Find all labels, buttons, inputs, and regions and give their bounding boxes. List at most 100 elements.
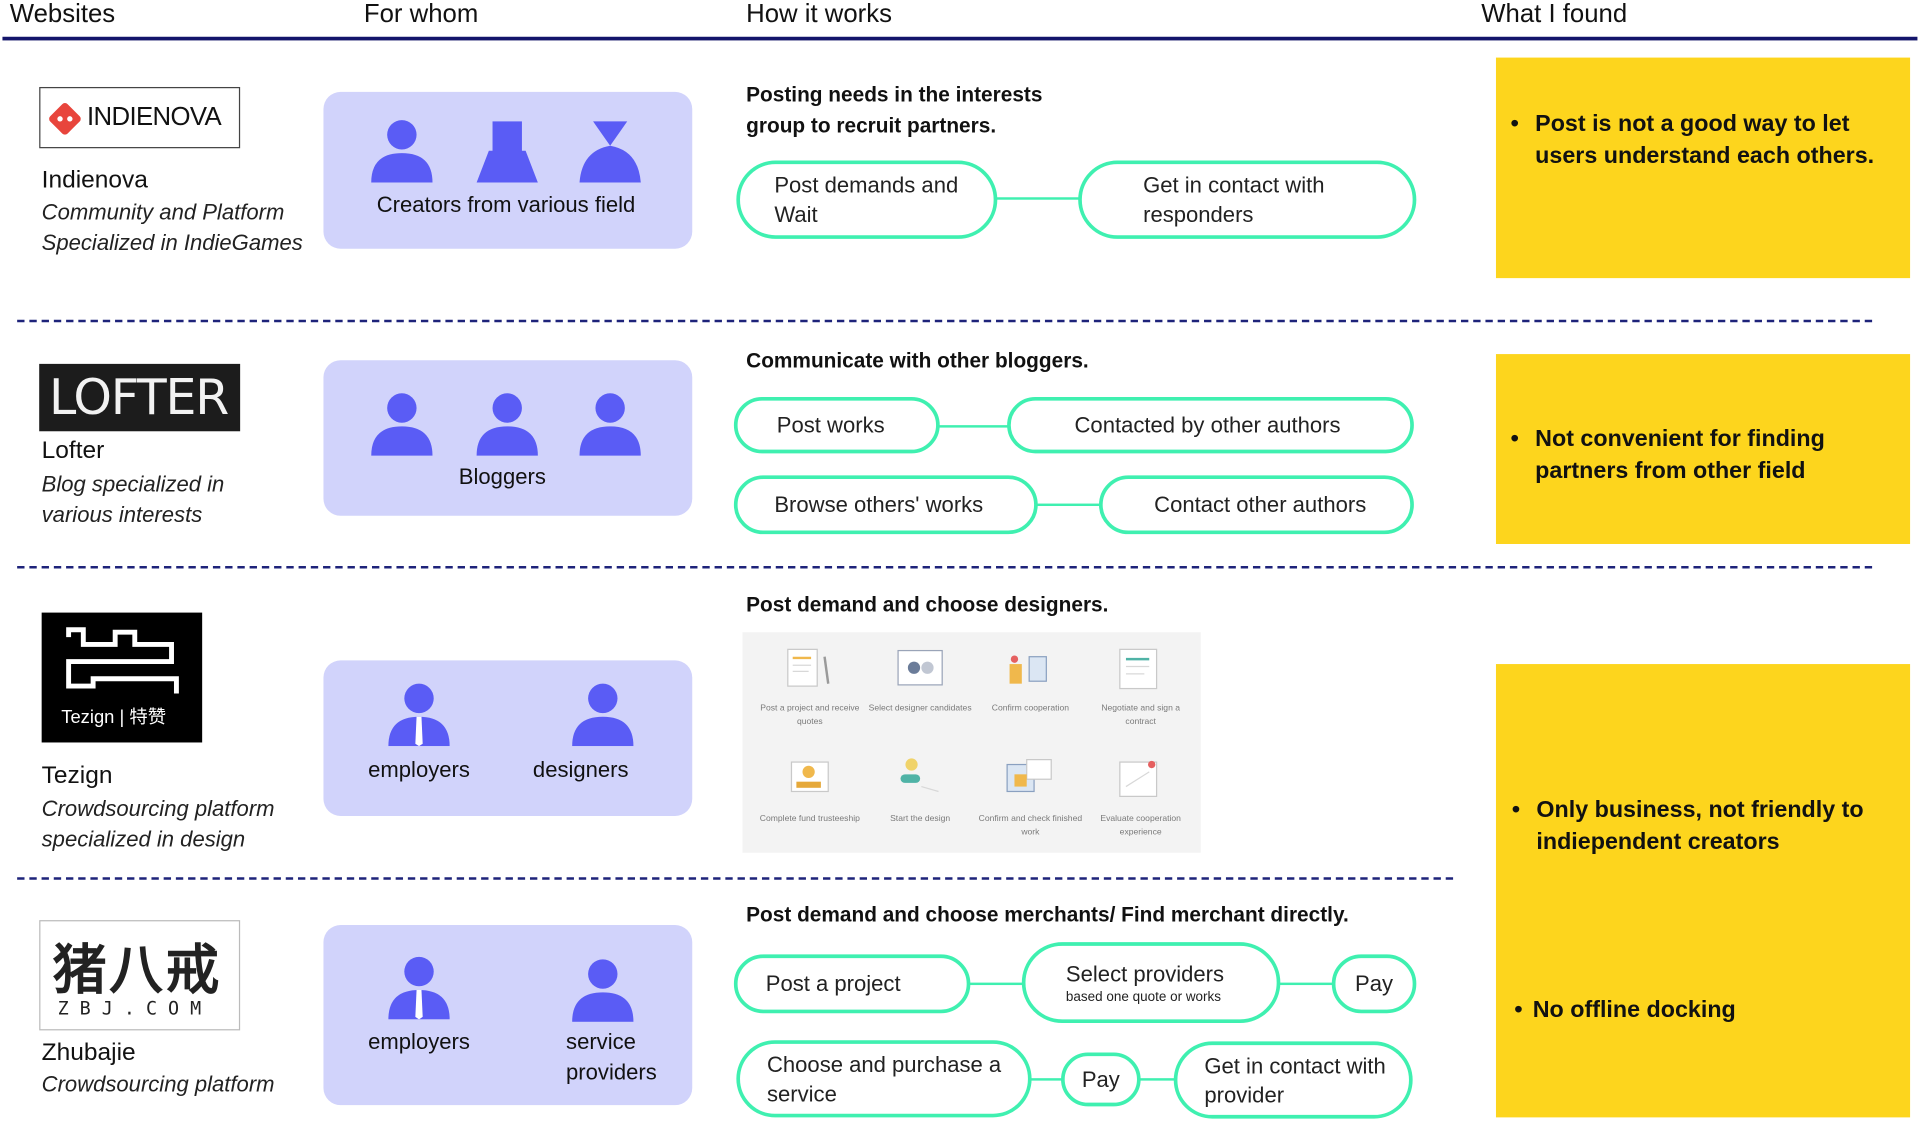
flow-step: Contact other authors bbox=[1099, 475, 1414, 535]
zhubajie-logo: 猪八戒 ZBJ.COM bbox=[39, 920, 241, 1031]
flow-connector bbox=[1136, 1078, 1179, 1081]
flow-step: Get in contact with provider bbox=[1173, 1041, 1413, 1119]
how-title: Communicate with other bloggers. bbox=[746, 349, 1089, 373]
how-title-line: group to recruit partners. bbox=[746, 113, 997, 138]
finding-bullet: • bbox=[1510, 426, 1519, 453]
finding-text: Only business, not friendly to bbox=[1536, 797, 1864, 824]
flow-connector bbox=[1032, 503, 1104, 507]
quote-document-icon bbox=[787, 648, 830, 687]
flow-step-text: Get in contact with bbox=[1204, 1053, 1386, 1078]
flow-step-text: Choose and purchase a bbox=[766, 1051, 1002, 1077]
flow-connector bbox=[994, 197, 1081, 200]
thumbs-up-icon bbox=[1009, 655, 1047, 684]
flow-step: Choose and purchase a service bbox=[736, 1040, 1032, 1118]
flow-step: Post demands and Wait bbox=[736, 160, 998, 239]
process-step-label: Start the design bbox=[890, 814, 951, 824]
flow-step: Pay bbox=[1061, 1052, 1141, 1107]
finding-box bbox=[1495, 354, 1911, 544]
flow-step-text: Wait bbox=[774, 202, 818, 227]
flow-step-text: Post a project bbox=[765, 971, 901, 997]
audience-label: Bloggers bbox=[458, 464, 546, 489]
person-icon bbox=[371, 393, 433, 456]
finding-text: Not convenient for finding bbox=[1535, 426, 1825, 453]
flow-step-text: Get in contact with bbox=[1143, 172, 1325, 198]
row-divider bbox=[17, 877, 1454, 880]
audience-label: employers bbox=[368, 1029, 470, 1054]
row-divider bbox=[17, 319, 1873, 323]
flow-step-text: Pay bbox=[1355, 971, 1394, 997]
flow-connector bbox=[1277, 982, 1335, 986]
site-desc-line: Blog specialized in bbox=[41, 471, 225, 497]
flow-step: Post works bbox=[733, 396, 940, 454]
tezign-logo: Tezign | 特赞 bbox=[41, 612, 203, 743]
indienova-logo-icon bbox=[49, 103, 81, 135]
how-title-line: Posting needs in the interests bbox=[746, 83, 1043, 107]
indienova-logo-text: INDIENOVA bbox=[86, 102, 222, 132]
finding-bullet: • bbox=[1510, 111, 1519, 138]
header-how-it-works: How it works bbox=[746, 0, 892, 29]
flow-step: Browse others' works bbox=[733, 475, 1038, 535]
flow-step-text: Contact other authors bbox=[1154, 492, 1367, 518]
flow-step-text: Pay bbox=[1081, 1067, 1120, 1092]
flow-step: Post a project bbox=[733, 954, 971, 1014]
flow-step: Select providers based one quote or work… bbox=[1021, 942, 1281, 1024]
how-title: Post demand and choose merchants/ Find m… bbox=[746, 902, 1349, 927]
person-icon bbox=[572, 683, 634, 747]
site-name-zhubajie: Zhubajie bbox=[41, 1038, 136, 1066]
flow-step-text: Browse others' works bbox=[774, 492, 984, 518]
flow-step-text: Post works bbox=[776, 412, 885, 438]
person-square-icon bbox=[476, 121, 538, 183]
flow-step: Contacted by other authors bbox=[1007, 396, 1414, 454]
fund-trusteeship-icon bbox=[790, 761, 829, 793]
flow-step: Get in contact with responders bbox=[1078, 160, 1417, 239]
finding-text: indiependent creators bbox=[1536, 829, 1780, 856]
site-name-indienova: Indienova bbox=[41, 166, 148, 194]
flow-step-text: provider bbox=[1204, 1082, 1285, 1107]
contract-icon bbox=[1119, 648, 1158, 690]
header-what-i-found: What I found bbox=[1481, 0, 1628, 29]
flow-step-text: service bbox=[766, 1081, 837, 1106]
person-tie-icon bbox=[388, 956, 450, 1020]
person-icon bbox=[572, 959, 634, 1022]
flow-step-subtext: based one quote or works bbox=[1065, 989, 1222, 1005]
finding-text: users understand each others. bbox=[1535, 143, 1875, 170]
process-step-label: Select designer candidates bbox=[868, 704, 972, 714]
finding-bullet: • bbox=[1514, 997, 1523, 1024]
zhubajie-logo-en: ZBJ.COM bbox=[57, 997, 213, 1020]
flow-connector bbox=[967, 982, 1025, 986]
process-step-label: Complete fund trusteeship bbox=[759, 814, 860, 824]
site-desc-line: Crowdsourcing platform bbox=[41, 796, 275, 821]
site-desc-line: specialized in design bbox=[41, 827, 246, 852]
check-work-icon bbox=[1006, 759, 1052, 793]
flow-step-text: Contacted by other authors bbox=[1074, 412, 1341, 438]
audience-panel-tezign bbox=[323, 660, 693, 816]
tezign-logo-text: Tezign | 特赞 bbox=[61, 706, 167, 728]
flow-connector bbox=[1029, 1078, 1066, 1081]
audience-label: designers bbox=[532, 757, 629, 782]
header-divider bbox=[2, 36, 1918, 41]
header-for-whom: For whom bbox=[363, 0, 479, 29]
lofter-logo-text: LOFTER bbox=[49, 370, 229, 427]
audience-label: Creators from various field bbox=[376, 192, 636, 217]
indienova-logo: INDIENOVA bbox=[39, 86, 241, 149]
tezign-logo-mark bbox=[66, 627, 179, 694]
header-websites: Websites bbox=[9, 0, 116, 29]
site-desc-line: various interests bbox=[41, 502, 203, 527]
process-step-label: Confirm cooperation bbox=[991, 704, 1070, 714]
finding-bullet: • bbox=[1511, 797, 1521, 824]
evaluate-icon bbox=[1119, 760, 1158, 797]
site-name-lofter: Lofter bbox=[41, 437, 105, 465]
finding-text: Post is not a good way to let bbox=[1535, 111, 1850, 138]
finding-text: No offline docking bbox=[1532, 997, 1736, 1024]
site-name-tezign: Tezign bbox=[41, 762, 113, 790]
person-icon bbox=[579, 393, 641, 456]
finding-text: partners from other field bbox=[1535, 458, 1806, 484]
site-desc-line: Specialized in IndieGames bbox=[41, 230, 303, 255]
audience-label: employers bbox=[368, 757, 470, 782]
flow-step-text: responders bbox=[1143, 202, 1254, 227]
